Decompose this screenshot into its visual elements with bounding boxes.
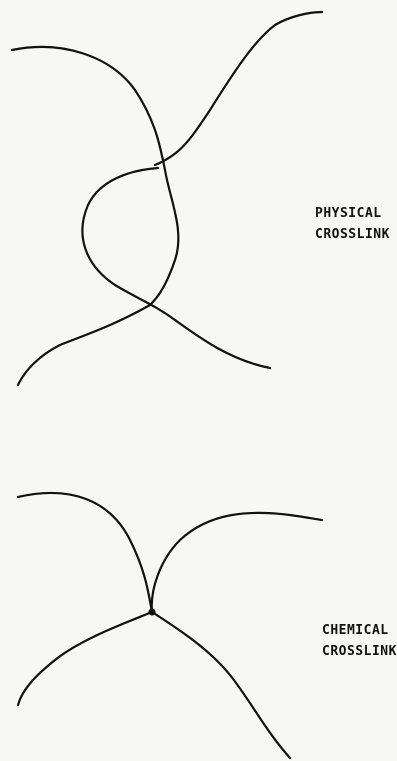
crosslink-junction [148, 608, 155, 615]
chemical-label-line1: CHEMICAL [322, 620, 397, 641]
chemical-chain-3 [18, 612, 152, 705]
chemical-label-line2: CROSSLINK [322, 641, 397, 662]
chemical-chain-1 [18, 493, 152, 612]
physical-chain-4 [18, 305, 150, 385]
physical-label-line2: CROSSLINK [315, 224, 390, 245]
physical-crosslink-label: PHYSICAL CROSSLINK [315, 203, 390, 245]
chemical-crosslink-figure [18, 493, 322, 758]
physical-label-line1: PHYSICAL [315, 203, 390, 224]
chemical-chain-2 [152, 513, 322, 612]
chemical-chain-4 [152, 612, 290, 758]
physical-chain-2 [155, 12, 322, 165]
physical-crosslink-figure [12, 12, 322, 385]
chemical-crosslink-label: CHEMICAL CROSSLINK [322, 620, 397, 662]
physical-chain-3 [82, 168, 270, 368]
